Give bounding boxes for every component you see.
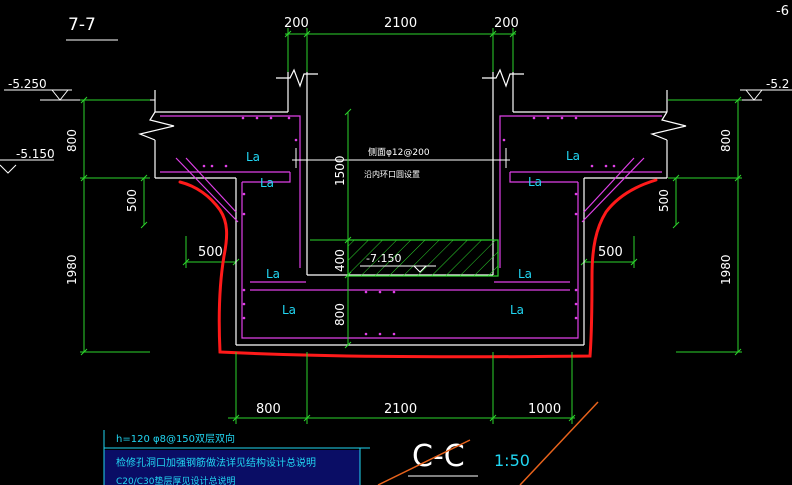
rebar-lines (160, 115, 662, 339)
dim-mid-lower: 800 (333, 303, 347, 326)
dim-left-step: 500 (198, 245, 223, 260)
dim-left-haunch: 500 (125, 189, 139, 212)
elev-left-top: -5.250 (8, 77, 47, 91)
rebar-note: 侧面φ12@200 (368, 146, 430, 158)
rebar-note-2: 沿内环口圆设置 (364, 169, 420, 179)
dim-right-step: 500 (598, 245, 623, 260)
left-vertical-dims (80, 96, 150, 356)
dim-mid-upper: 1500 (333, 155, 347, 186)
bottom-dim-3: 1000 (528, 402, 561, 417)
elev-right-top: -5.2 (766, 77, 789, 91)
orange-leader (377, 401, 599, 485)
note-line-2: 检修孔洞口加强钢筋做法详见结构设计总说明 (116, 456, 316, 469)
red-markup-contour (178, 178, 658, 359)
la-label-1: La (246, 150, 260, 164)
top-dim-1: 200 (284, 16, 309, 31)
bottom-dim-1: 800 (256, 402, 281, 417)
notes-frame (103, 430, 370, 485)
dim-left-upper: 800 (65, 129, 79, 152)
structure-outline (154, 72, 668, 346)
top-dimension-chain (284, 28, 517, 72)
top-dim-3: 200 (494, 16, 519, 31)
pit-elevation-mark (360, 265, 436, 273)
dim-right-lower: 1980 (719, 254, 733, 285)
anchorage-labels: La La La La La La La La (246, 149, 580, 317)
rebar-dots (202, 116, 616, 336)
rebar-note-leader (292, 148, 510, 168)
elev-pit: -7.150 (366, 252, 401, 265)
bottom-dim-2: 2100 (384, 402, 417, 417)
elevation-mark-left-mid (0, 159, 54, 174)
elev-left-mid: -5.150 (16, 147, 55, 161)
corner-label-right: -6 (776, 4, 789, 19)
la-label-7: La (518, 267, 532, 281)
la-label-6: La (282, 303, 296, 317)
bottom-dimension-chain (228, 352, 576, 424)
note-line-1: h=120 φ8@150双层双向 (116, 432, 235, 445)
section-marker-label: 7-7 (68, 15, 96, 35)
note-line-3: C20/C30垫层厚见设计总说明 (116, 475, 236, 485)
section-title: C-C (412, 439, 465, 474)
la-label-3: La (566, 149, 580, 163)
section-scale: 1:50 (494, 451, 530, 470)
la-label-2: La (260, 176, 274, 190)
la-label-5: La (266, 267, 280, 281)
notes-highlight (104, 450, 360, 485)
elevation-mark-right-top (668, 89, 792, 101)
top-dim-2: 2100 (384, 16, 417, 31)
elevation-mark-left-top (4, 89, 155, 101)
la-label-4: La (528, 175, 542, 189)
sump-pit-hatch (347, 239, 499, 277)
dim-left-lower: 1980 (65, 254, 79, 285)
la-label-8: La (510, 303, 524, 317)
dim-right-haunch: 500 (657, 189, 671, 212)
dim-right-upper: 800 (719, 129, 733, 152)
right-vertical-dims (668, 96, 742, 356)
dim-mid-pit: 400 (333, 249, 347, 272)
break-symbols (138, 68, 687, 141)
